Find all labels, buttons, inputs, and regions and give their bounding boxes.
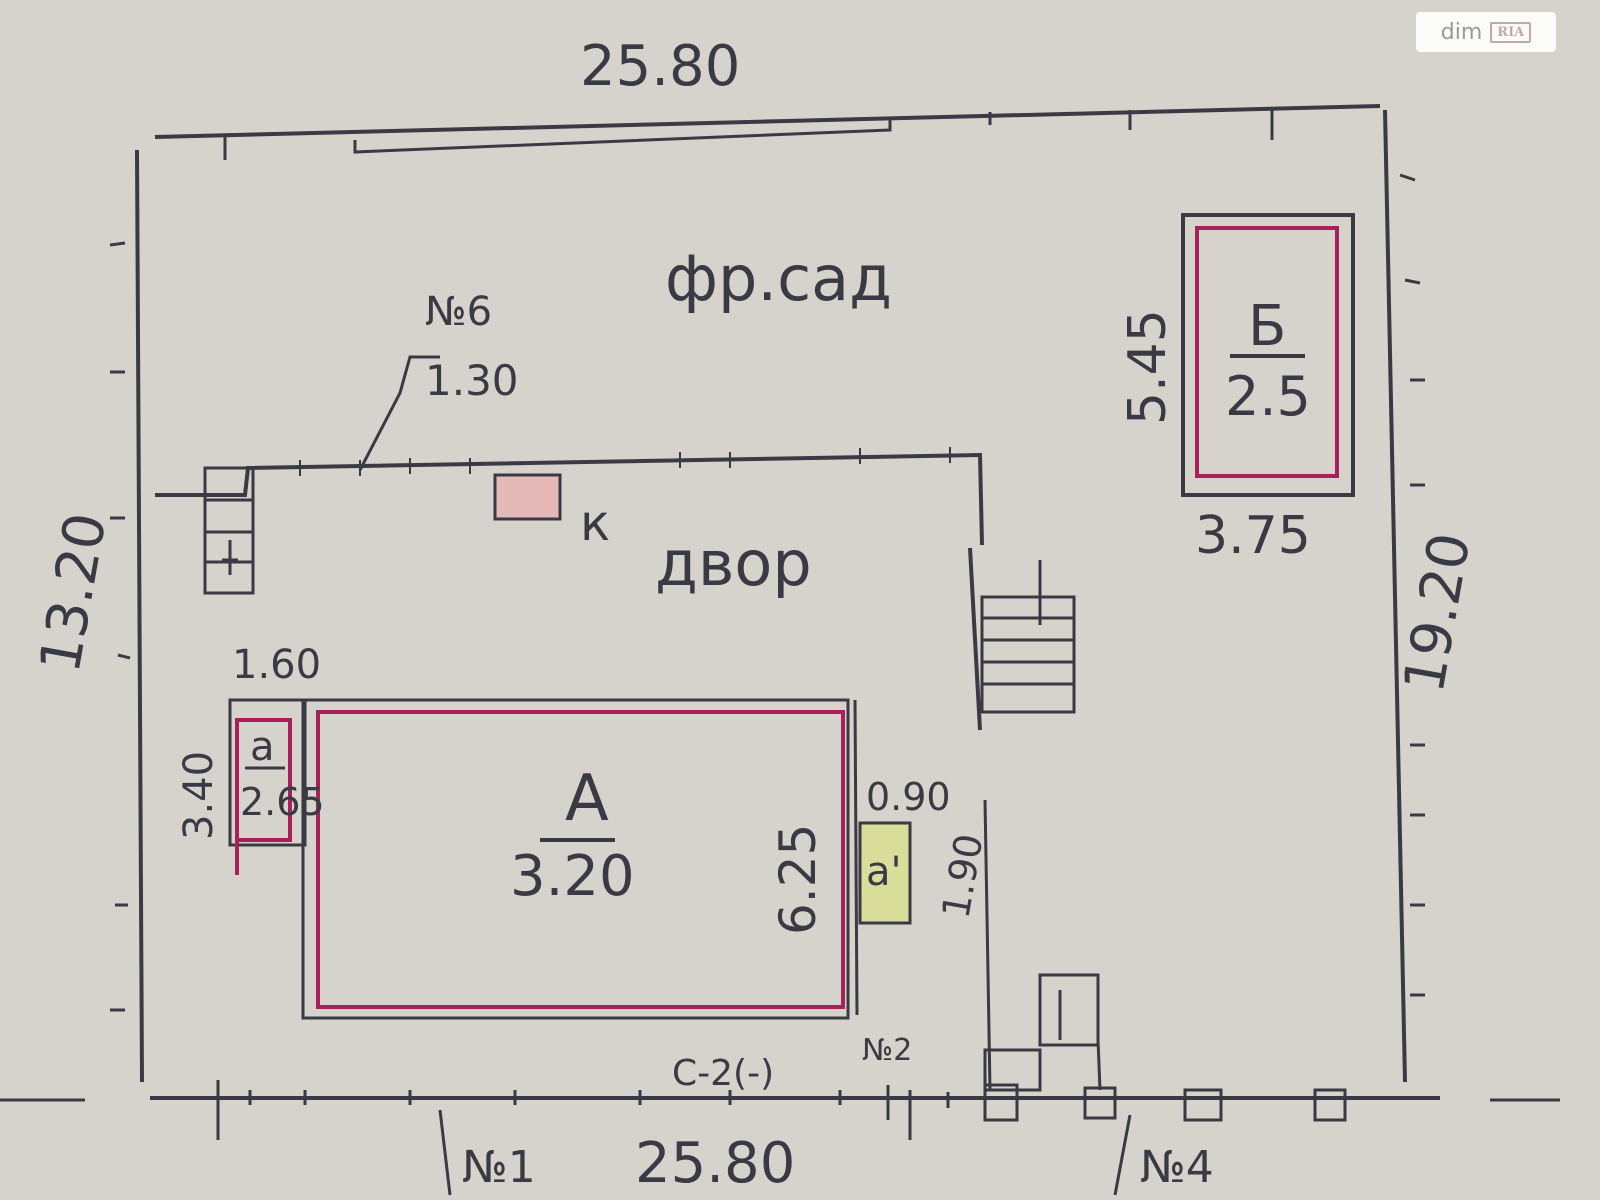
top-strip bbox=[353, 118, 892, 154]
yard-label: двор bbox=[655, 527, 812, 600]
annex-a-top: 1.60 bbox=[232, 642, 321, 688]
annex-a-outline bbox=[228, 698, 307, 847]
watermark-brand: dim bbox=[1440, 19, 1483, 45]
building-b-side: 5.45 bbox=[1118, 309, 1178, 425]
annex-a-side: 3.40 bbox=[176, 751, 222, 840]
boundary-ticks bbox=[0, 110, 1560, 1140]
building-b-letter: Б bbox=[1248, 294, 1286, 359]
watermark: dim RIA bbox=[1416, 12, 1556, 52]
gate-marks bbox=[438, 1109, 1132, 1196]
building-a-outline bbox=[301, 698, 850, 1020]
annex-a-value: 2.65 bbox=[240, 780, 325, 824]
side-lines bbox=[853, 699, 992, 1091]
gate-middle-label: С-2(-) bbox=[672, 1053, 774, 1094]
building-a-letter: А bbox=[565, 762, 609, 836]
annex-a-prime-top: 0.90 bbox=[866, 775, 951, 819]
annex-a-letter: а bbox=[250, 724, 275, 770]
gate-small-label: №2 bbox=[862, 1033, 912, 1068]
annex-a-prime bbox=[858, 821, 912, 925]
building-a-side: 6.25 bbox=[769, 824, 827, 935]
fence-number-label: №6 bbox=[425, 289, 492, 335]
building-a-red bbox=[316, 710, 845, 1009]
annex-a-prime-letter: а' bbox=[866, 849, 902, 895]
fence-leader bbox=[358, 355, 440, 471]
building-b-bottom: 3.75 bbox=[1195, 506, 1311, 566]
annex-a-red bbox=[235, 718, 292, 875]
watermark-sub: RIA bbox=[1490, 21, 1532, 43]
well-label: к bbox=[580, 494, 610, 552]
building-b-red bbox=[1195, 226, 1339, 478]
gate-right-label: №4 bbox=[1140, 1142, 1214, 1193]
building-a-value: 3.20 bbox=[510, 844, 635, 909]
front-garden-label: фр.сад bbox=[665, 242, 892, 315]
top-width-label: 25.80 bbox=[580, 34, 740, 99]
bottom-width-label: 25.80 bbox=[635, 1131, 795, 1196]
gate-left-label: №1 bbox=[462, 1142, 536, 1193]
right-stairs bbox=[980, 560, 1076, 714]
lot-boundary bbox=[135, 104, 1440, 1100]
left-steps bbox=[203, 466, 255, 595]
building-b-value: 2.5 bbox=[1225, 365, 1311, 428]
bottom-structures bbox=[983, 973, 1347, 1122]
fence-length-label: 1.30 bbox=[425, 356, 519, 405]
building-b-outline bbox=[1181, 213, 1355, 497]
well-box bbox=[493, 473, 562, 521]
